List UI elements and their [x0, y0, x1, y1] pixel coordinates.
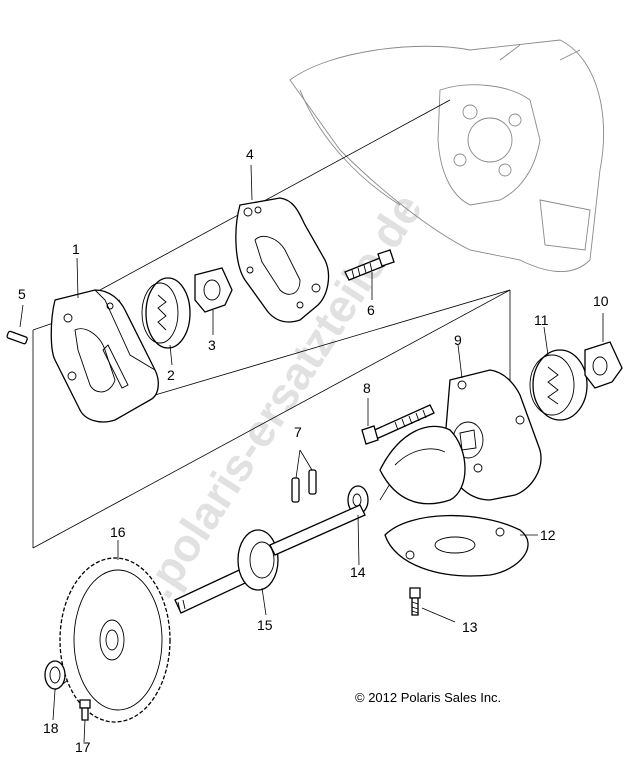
part-dowel-pin: [6, 330, 28, 345]
part-drive-pins: [291, 469, 317, 503]
callout-2: 2: [167, 367, 175, 383]
part-scavenge-outer-rotor: [529, 349, 588, 421]
part-scavenge-housing: [379, 369, 542, 505]
crankcase-outline: [289, 39, 605, 272]
part-outer-rotor: [141, 277, 191, 349]
callout-13: 13: [462, 619, 478, 635]
callout-8: 8: [363, 380, 371, 396]
callout-9: 9: [454, 332, 462, 348]
callout-18: 18: [43, 720, 59, 736]
callout-1: 1: [72, 241, 80, 257]
callout-leaders: [19, 164, 604, 743]
callout-3: 3: [208, 337, 216, 353]
part-screw: [409, 587, 421, 616]
callout-4: 4: [246, 146, 254, 162]
part-pump-body: [50, 289, 159, 423]
part-drive-gear: [59, 557, 171, 723]
callout-15: 15: [257, 617, 273, 633]
part-strainer-screen: [384, 514, 529, 577]
callout-labels: 1 2 3 4 5 6 7 8 9 10 11 12 13 14 15 16 1…: [18, 146, 609, 755]
part-gear-bolt: [79, 699, 91, 721]
part-inner-rotor: [194, 267, 233, 313]
copyright-notice: © 2012 Polaris Sales Inc.: [355, 690, 501, 705]
callout-10: 10: [593, 293, 609, 309]
callout-12: 12: [540, 527, 556, 543]
part-pump-shaft: [174, 504, 366, 614]
callout-17: 17: [75, 739, 91, 755]
callout-11: 11: [534, 312, 549, 328]
callout-14: 14: [350, 564, 366, 580]
callout-16: 16: [110, 524, 126, 540]
part-scavenge-inner-rotor: [584, 341, 623, 389]
part-bolt-cover: [344, 249, 395, 281]
part-pump-cover: [235, 197, 330, 323]
callout-6: 6: [367, 302, 375, 318]
part-long-bolt: [361, 404, 435, 445]
callout-5: 5: [18, 286, 26, 302]
callout-7: 7: [294, 424, 302, 440]
part-gear-washer: [44, 660, 66, 690]
